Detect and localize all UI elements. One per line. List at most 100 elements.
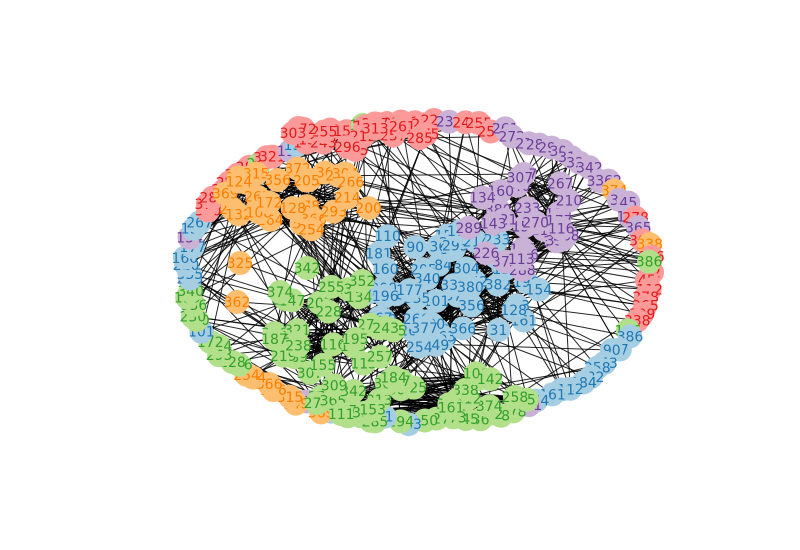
node-label: 205 [293,174,320,190]
graph-node: 303 [280,121,307,146]
node-circle [637,249,662,274]
graph-node: 238 [285,333,312,358]
graph-node: 380 [457,275,484,300]
node-circle [341,379,366,404]
node-label: 303 [280,126,307,142]
graph-node: 356 [264,167,291,192]
node-circle [502,384,527,409]
node-circle [335,135,360,160]
graph-edge [201,286,332,333]
node-circle [549,216,574,241]
node-label: 362 [224,295,251,311]
node-label: 132 [225,207,252,223]
graph-node: 377 [411,316,438,341]
graph-node: 352 [349,269,375,293]
node-label: 184 [380,370,407,386]
node-circle [316,299,341,324]
graph-node: 304 [453,256,480,281]
graph-node: 205 [293,168,320,193]
node-label: 267 [547,176,574,192]
node-circle [459,293,484,318]
node-circle [257,190,282,215]
graph-node: 270 [522,210,549,235]
graph-node: 132 [225,202,252,227]
graph-node: 184 [380,365,407,390]
graph-node: 214 [334,185,361,210]
graph-node: 143 [480,211,507,236]
node-label: 31 [490,323,508,339]
node-circle [225,290,249,314]
graph-node: 124 [226,169,252,194]
graph-node: 154 [525,277,552,302]
node-label: 255 [318,280,345,296]
node-circle [226,169,251,194]
graph-node: 228 [315,299,342,324]
graph-node: 160 [372,256,399,281]
graph-node: 366 [449,316,476,341]
node-label: 313 [362,121,389,137]
graph-node: 307 [507,165,534,190]
node-label: 160 [372,262,399,278]
node-label: 134 [469,191,496,207]
graph-node: 374 [476,394,503,419]
graph-edge [556,241,631,337]
node-label: 340 [414,271,441,287]
graph-node: 374 [267,280,294,304]
graph-node: 255 [311,119,337,144]
node-label: 226 [473,246,500,262]
node-circle [454,256,479,281]
graph-node: 172 [256,190,283,215]
node-label: 134 [346,290,373,306]
graph-node: 342 [340,379,367,404]
node-label: 374 [267,285,294,301]
graph-node: 362 [224,290,251,314]
node-circle [329,402,354,427]
node-circle [407,334,432,359]
node-circle [478,367,503,392]
node-label: 338 [452,383,479,399]
node-label: 254 [298,222,325,238]
node-circle [373,284,398,309]
node-label: 128 [500,303,527,319]
graph-node: 243 [372,315,399,340]
node-circle [280,196,305,221]
node-label: 214 [334,191,361,207]
node-circle [319,274,344,299]
node-label: 172 [256,196,283,212]
node-circle [456,215,481,240]
graph-node: 101 [423,288,449,313]
graph-edge [525,226,639,256]
node-circle [470,185,495,210]
node-label: 210 [556,194,583,210]
node-label: 111 [328,407,355,423]
node-circle [415,266,440,291]
node-label: 307 [507,171,534,187]
node-circle [375,224,400,249]
graph-edge [338,173,524,177]
node-circle [312,119,337,144]
node-label: 196 [372,289,399,305]
graph-edge [538,289,646,307]
graph-node: 128 [279,196,306,221]
graph-edge [427,343,612,351]
graph-node: 226 [473,241,500,266]
graph-node: 313 [362,116,389,141]
node-label: 366 [449,321,476,337]
node-circle [450,316,475,341]
node-circle [280,121,305,146]
graph-node: 142 [477,367,504,392]
graph-node: 160 [487,179,514,204]
node-label: 374 [476,399,503,415]
node-label: 113 [508,252,535,268]
graph-edge [522,261,650,271]
graph-node: 289 [455,215,482,240]
graph-nodes: 3245112278365309338106386679015325838218… [171,107,665,437]
node-circle [228,251,252,275]
graph-node: 261 [389,114,416,139]
node-label: 116 [548,222,575,238]
node-label: 161 [438,401,465,417]
node-label: 380 [457,280,484,296]
graph-node: 161 [438,395,465,420]
graph-node: 325 [227,251,253,275]
graph-node: 254 [406,334,433,359]
